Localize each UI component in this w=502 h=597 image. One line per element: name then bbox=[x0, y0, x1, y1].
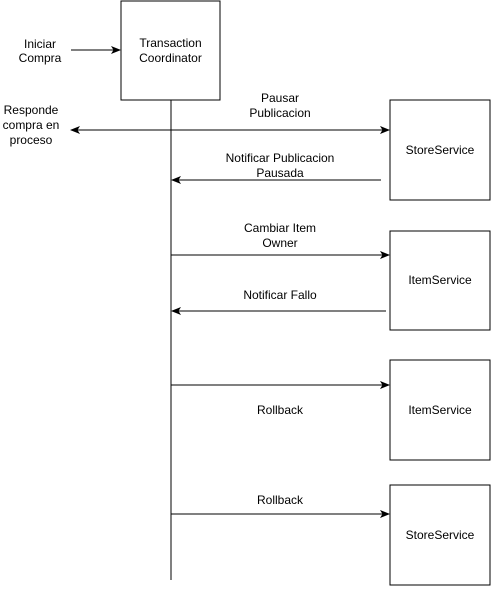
message-rollback-1-label: Rollback bbox=[257, 403, 304, 417]
item-service-node-2[interactable]: ItemService bbox=[389, 359, 491, 461]
store-service-label-1: StoreService bbox=[406, 143, 475, 157]
store-service-node-1[interactable]: StoreService bbox=[389, 99, 491, 201]
item-service-label-2: ItemService bbox=[408, 403, 472, 417]
transaction-coordinator-label-line-2: Coordinator bbox=[139, 51, 202, 65]
reply-label-line-2: compra en bbox=[3, 118, 60, 132]
message-cambiar-owner-label-line-1: Cambiar Item bbox=[244, 221, 316, 235]
transaction-coordinator-box bbox=[120, 0, 221, 101]
message-cambiar-owner-label-line-2: Owner bbox=[262, 236, 297, 250]
transaction-coordinator-label-line-1: Transaction bbox=[139, 36, 201, 50]
item-service-node-1[interactable]: ItemService bbox=[389, 230, 491, 331]
store-service-box-1 bbox=[389, 99, 491, 201]
message-rollback-1: Rollback bbox=[171, 381, 390, 417]
message-rollback-2: Rollback bbox=[171, 493, 390, 518]
store-service-box-2 bbox=[389, 484, 491, 586]
message-notificar-fallo: Notificar Fallo bbox=[171, 288, 386, 315]
message-notificar-pausada-label-line-1: Notificar Publicacion bbox=[226, 151, 335, 165]
message-rollback-2-label: Rollback bbox=[257, 493, 304, 507]
item-service-box-2 bbox=[389, 359, 491, 461]
message-notificar-fallo-label: Notificar Fallo bbox=[243, 288, 317, 302]
store-service-label-2: StoreService bbox=[406, 528, 475, 542]
transaction-coordinator-node[interactable]: Transaction Coordinator bbox=[120, 0, 221, 101]
message-pausar-label-line-2: Publicacion bbox=[249, 106, 310, 120]
start-label-line-2: Compra bbox=[19, 51, 62, 65]
reply-label-line-3: proceso bbox=[10, 133, 53, 147]
start-label-line-1: Iniciar bbox=[24, 37, 56, 51]
reply-label-line-1: Responde bbox=[4, 103, 59, 117]
item-service-box-1 bbox=[389, 230, 491, 331]
message-cambiar-owner: Cambiar Item Owner bbox=[171, 221, 390, 259]
message-pausar-label-line-1: Pausar bbox=[261, 91, 299, 105]
message-pausar: Pausar Publicacion bbox=[70, 91, 390, 134]
message-notificar-pausada: Notificar Publicacion Pausada bbox=[171, 151, 381, 184]
start-trigger: Iniciar Compra bbox=[19, 37, 121, 65]
store-service-node-2[interactable]: StoreService bbox=[389, 484, 491, 586]
message-notificar-pausada-label-line-2: Pausada bbox=[256, 166, 304, 180]
reply-note: Responde compra en proceso bbox=[3, 103, 60, 147]
item-service-label-1: ItemService bbox=[408, 273, 472, 287]
